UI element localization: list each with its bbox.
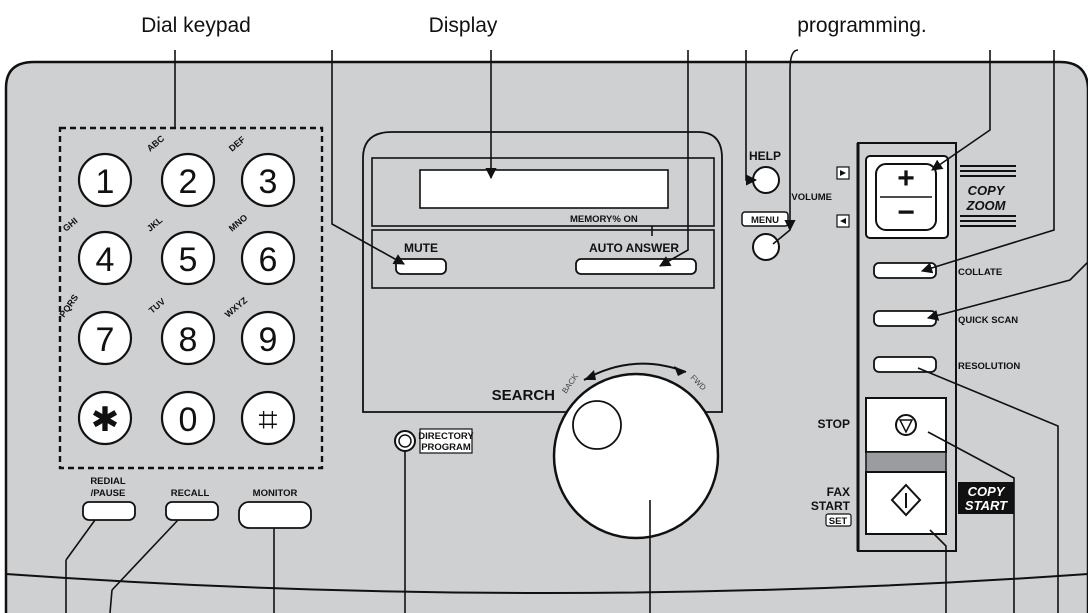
redial-pause-button[interactable] <box>82 501 136 521</box>
key-0-label: 0 <box>179 401 198 439</box>
key-hash[interactable]: ⌗ <box>240 390 296 446</box>
stop-start-divider <box>865 451 947 473</box>
svg-text:ZOOM: ZOOM <box>966 198 1007 213</box>
auto-answer-label: AUTO ANSWER <box>589 241 679 255</box>
leader-fax-start <box>929 529 947 613</box>
fax-start-label-line2: START <box>811 499 851 513</box>
display-lower-bezel <box>371 229 715 289</box>
redial-label-line1: REDIAL <box>90 476 126 487</box>
copy-start-label-box <box>958 482 1014 514</box>
key-2[interactable]: 2 ABC <box>145 133 216 208</box>
quick-scan-label: QUICK SCAN <box>958 315 1018 326</box>
leader-recall <box>111 519 179 591</box>
stop-label: STOP <box>818 417 850 431</box>
callout-display: Display <box>429 14 498 37</box>
leader-quick-scan <box>926 261 1088 321</box>
directory-label-line2: PROGRAM <box>421 442 471 453</box>
key-8-label: 8 <box>179 321 198 359</box>
display-screen <box>419 169 669 209</box>
copy-zoom-label: COPY ZOOM <box>960 165 1016 227</box>
memory-on-label: MEMORY% ON <box>570 214 638 225</box>
auto-answer-button[interactable] <box>575 258 697 275</box>
leader-collate <box>920 50 1055 274</box>
key-7-label: 7 <box>96 321 115 359</box>
set-label-box <box>825 513 852 527</box>
collate-button[interactable] <box>873 262 937 279</box>
key-5-label: 5 <box>179 241 198 279</box>
menu-label-box <box>741 211 789 227</box>
copy-start-label-line2: START <box>965 498 1008 513</box>
set-label: SET <box>829 516 848 527</box>
menu-label: MENU <box>751 215 779 226</box>
directory-label-box <box>419 428 473 454</box>
key-9-label: 9 <box>259 321 278 359</box>
key-star-label: ✱ <box>91 401 120 439</box>
key-3-label: 3 <box>259 163 278 201</box>
directory-label-line1: DIRECTORY <box>418 431 474 442</box>
key-1[interactable]: 1 <box>77 152 133 208</box>
recall-label: RECALL <box>171 488 210 499</box>
leader-resolution <box>917 367 1059 613</box>
key-6-label: 6 <box>259 241 278 279</box>
svg-text:COPY: COPY <box>968 183 1006 198</box>
key-4-label: 4 <box>96 241 115 279</box>
resolution-button[interactable] <box>873 356 937 373</box>
collate-label: COLLATE <box>958 267 1002 278</box>
key-hash-label: ⌗ <box>258 401 277 439</box>
volume-down-icon: − <box>897 196 915 229</box>
copy-start-label-line1: COPY <box>968 484 1006 499</box>
key-1-label: 1 <box>96 163 115 201</box>
keypad-dashed-frame <box>58 126 324 470</box>
key-4[interactable]: 4 GHI <box>61 216 133 286</box>
leader-menu <box>784 49 799 232</box>
panel-front-edge <box>5 573 1088 594</box>
key-2-label: 2 <box>179 163 198 201</box>
redial-label-line2: /PAUSE <box>91 488 126 499</box>
volume-up-icon: + <box>897 162 915 195</box>
quick-scan-button[interactable] <box>873 310 937 327</box>
callout-dial-keypad: Dial keypad <box>141 14 251 37</box>
fax-start-label-line1: FAX <box>827 485 850 499</box>
leader-mute <box>331 50 405 265</box>
leader-volume <box>931 50 991 171</box>
search-dial[interactable] <box>552 372 720 540</box>
leader-auto-answer <box>659 50 689 267</box>
leader-redial <box>65 519 96 561</box>
callout-programming: programming. <box>797 14 927 37</box>
recall-button[interactable] <box>165 501 219 521</box>
menu-button[interactable] <box>752 233 780 261</box>
key-0[interactable]: 0 <box>160 390 216 446</box>
help-button[interactable] <box>752 166 780 194</box>
key-star[interactable]: ✱ <box>77 390 133 446</box>
leader-stop <box>927 431 1015 613</box>
resolution-label: RESOLUTION <box>958 361 1020 372</box>
help-label: HELP <box>749 149 781 163</box>
mute-label: MUTE <box>404 241 438 255</box>
leader-help <box>745 50 758 186</box>
mute-button[interactable] <box>395 258 447 275</box>
monitor-button[interactable] <box>238 501 312 529</box>
keypad: 1 2 ABC 3 DEF 4 GHI 5 JKL 6 MNO <box>57 133 296 446</box>
display-bezel <box>371 157 715 227</box>
volume-label: VOLUME <box>791 192 832 203</box>
search-dial-thumb <box>572 400 622 450</box>
search-label: SEARCH <box>492 387 555 404</box>
monitor-label: MONITOR <box>253 488 298 499</box>
